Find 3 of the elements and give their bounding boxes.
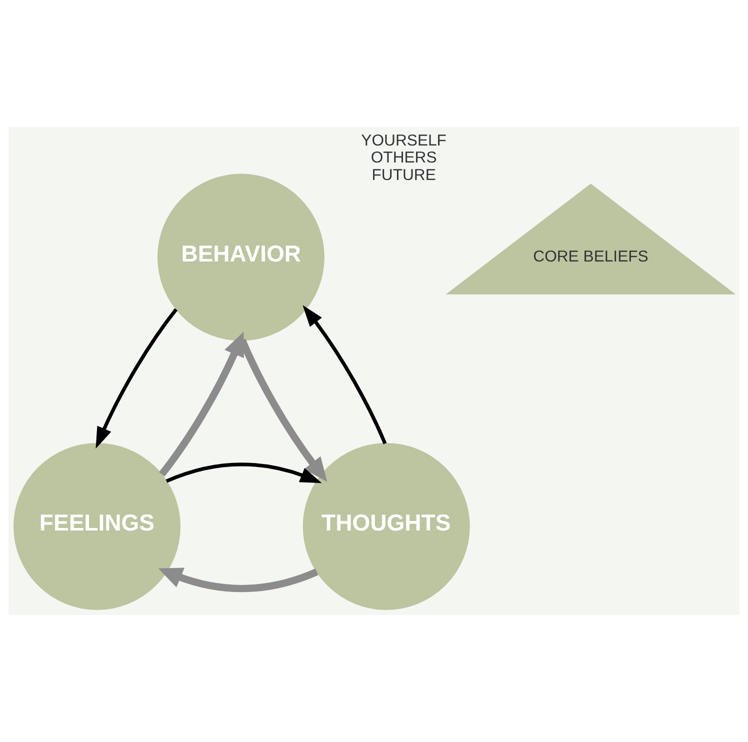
- node-label: OTHERS: [370, 150, 437, 167]
- node-label: YOURSELF: [361, 132, 446, 150]
- node-label: FUTURE: [372, 166, 436, 184]
